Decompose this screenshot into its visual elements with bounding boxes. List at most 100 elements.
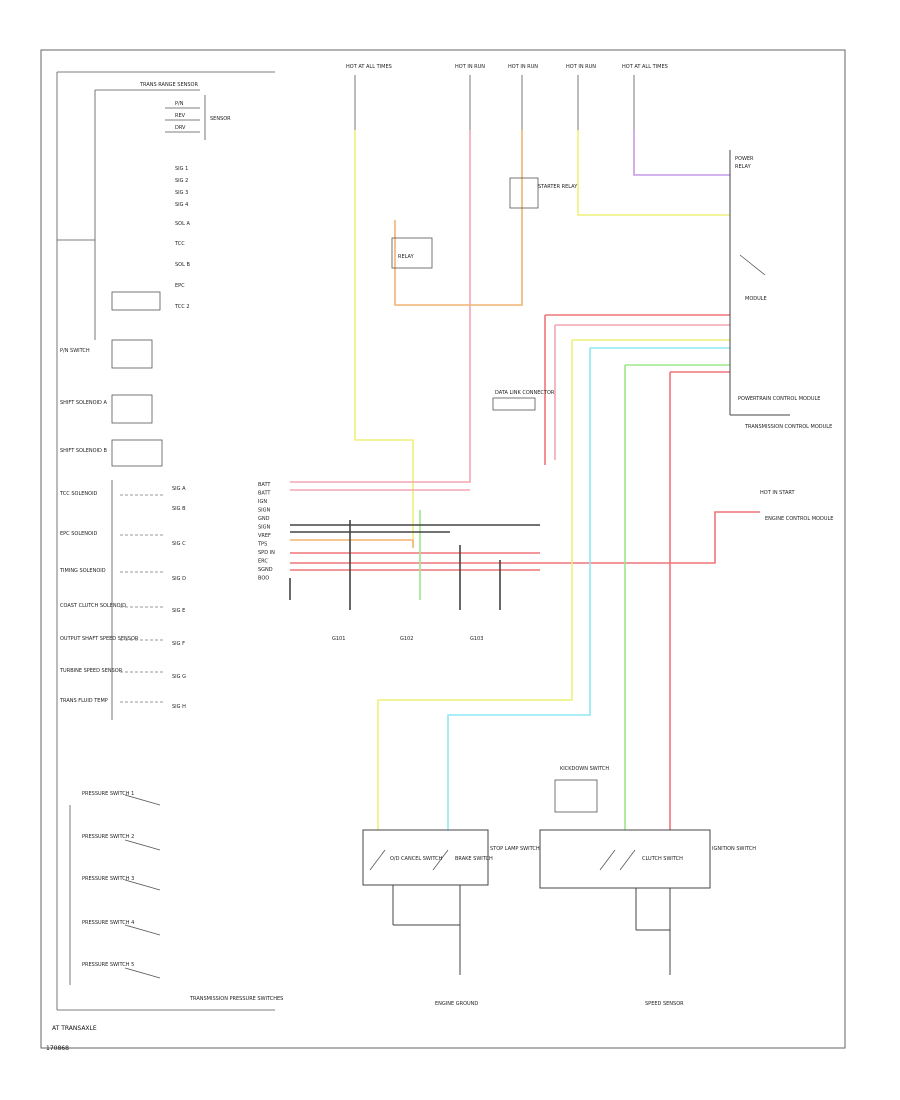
wire-dark-21 <box>349 520 501 610</box>
svg-text:ENGINE GROUND: ENGINE GROUND <box>435 1001 478 1007</box>
svg-text:SIG F: SIG F <box>172 641 185 647</box>
svg-text:BRAKE SWITCH: BRAKE SWITCH <box>455 856 493 862</box>
harness-label-6: VREF <box>258 533 271 539</box>
svg-text:COAST CLUTCH SOLENOID: COAST CLUTCH SOLENOID <box>60 603 126 609</box>
harness-label-10: SGND <box>258 567 273 573</box>
svg-text:EPC SOLENOID: EPC SOLENOID <box>60 531 97 537</box>
harness-label-3: SIGN <box>258 508 271 514</box>
harness-label-11: BOO <box>258 576 269 582</box>
svg-text:POWER: POWER <box>735 156 754 162</box>
wire-pink-9 <box>554 324 730 460</box>
harness-label-0: BATT <box>258 482 271 488</box>
clutch-switch-box: KICKDOWN SWITCH CLUTCH SWITCH IGNITION S… <box>539 766 756 1007</box>
svg-text:HOT IN RUN: HOT IN RUN <box>566 64 596 70</box>
svg-text:HOT AT ALL TIMES: HOT AT ALL TIMES <box>622 64 668 70</box>
pcm-label: POWERTRAIN CONTROL MODULE <box>738 396 820 402</box>
svg-text:RELAY: RELAY <box>735 164 752 170</box>
harness-label-8: SPD IN <box>258 550 275 556</box>
svg-text:SIG 2: SIG 2 <box>175 178 188 184</box>
svg-text:KICKDOWN SWITCH: KICKDOWN SWITCH <box>560 766 609 772</box>
svg-text:TCC 2: TCC 2 <box>174 304 190 310</box>
svg-text:HOT IN START: HOT IN START <box>760 490 796 496</box>
od-cancel-switch: O/D CANCEL SWITCH BRAKE SWITCH STOP LAMP… <box>362 829 540 1007</box>
svg-text:SHIFT SOLENOID A: SHIFT SOLENOID A <box>60 400 107 406</box>
svg-text:HOT IN RUN: HOT IN RUN <box>508 64 538 70</box>
svg-text:REV: REV <box>175 113 186 119</box>
svg-text:SHIFT SOLENOID B: SHIFT SOLENOID B <box>60 448 107 454</box>
fuse-feeds: HOT AT ALL TIMES HOT IN RUN HOT IN RUN H… <box>346 64 668 130</box>
svg-text:OUTPUT SHAFT SPEED SENSOR: OUTPUT SHAFT SPEED SENSOR <box>60 636 139 642</box>
data-link-connector: DATA LINK CONNECTOR <box>492 390 555 411</box>
svg-text:HOT IN RUN: HOT IN RUN <box>455 64 485 70</box>
svg-text:PRESSURE SWITCH 3: PRESSURE SWITCH 3 <box>82 876 134 882</box>
svg-text:P/N SWITCH: P/N SWITCH <box>60 348 90 354</box>
left-device-labels: P/N SWITCH SHIFT SOLENOID A SHIFT SOLENO… <box>59 348 139 704</box>
diagram-border <box>40 49 846 1049</box>
svg-text:SPEED SENSOR: SPEED SENSOR <box>645 1001 684 1007</box>
svg-text:PRESSURE SWITCH 4: PRESSURE SWITCH 4 <box>82 920 134 926</box>
svg-text:P/N: P/N <box>175 101 184 107</box>
svg-text:TIMING SOLENOID: TIMING SOLENOID <box>59 568 106 574</box>
svg-text:PRESSURE SWITCH 1: PRESSURE SWITCH 1 <box>82 791 134 797</box>
harness-label-2: IGN <box>258 499 267 505</box>
wire-red-17 <box>669 371 730 830</box>
svg-text:SIG B: SIG B <box>172 506 186 512</box>
svg-text:TRANS FLUID TEMP: TRANS FLUID TEMP <box>59 698 108 704</box>
svg-text:RELAY: RELAY <box>398 254 415 260</box>
trans-range-sensor-label: TRANS RANGE SENSOR <box>139 82 198 88</box>
engine-control-label: ENGINE CONTROL MODULE <box>765 516 833 522</box>
svg-text:SIG G: SIG G <box>172 674 186 680</box>
svg-text:DRV: DRV <box>175 125 186 131</box>
harness-label-7: TPS <box>257 542 267 548</box>
figure-id: 170868 <box>46 1045 69 1052</box>
ground-labels: G101 G102 G103 <box>332 636 483 642</box>
svg-text:SOL A: SOL A <box>175 221 190 227</box>
svg-text:STARTER RELAY: STARTER RELAY <box>538 184 578 190</box>
wire-orange-3 <box>394 130 523 306</box>
svg-text:G101: G101 <box>332 636 345 642</box>
wire-pink-1 <box>290 130 471 483</box>
svg-text:SIG D: SIG D <box>172 576 186 582</box>
svg-text:STOP LAMP SWITCH: STOP LAMP SWITCH <box>490 846 540 852</box>
svg-text:TCC SOLENOID: TCC SOLENOID <box>59 491 98 497</box>
starter-relay: STARTER RELAY <box>509 177 578 209</box>
left-output-terminals: SIG A SIG B SIG C SIG D SIG E SIG F SIG … <box>172 486 186 710</box>
harness-label-5: SIGN <box>258 525 271 531</box>
svg-text:SIG A: SIG A <box>172 486 186 492</box>
svg-text:SIG 3: SIG 3 <box>175 190 188 196</box>
svg-text:SIG E: SIG E <box>172 608 185 614</box>
wire-yellow-14 <box>377 339 730 830</box>
wire-orange-4 <box>290 539 414 548</box>
svg-text:TURBINE SPEED SENSOR: TURBINE SPEED SENSOR <box>59 668 123 674</box>
harness-label-9: ERC <box>258 559 268 565</box>
svg-text:O/D CANCEL SWITCH: O/D CANCEL SWITCH <box>390 856 443 862</box>
footer-note: AT TRANSAXLE <box>52 1025 97 1032</box>
svg-text:SOL B: SOL B <box>175 262 190 268</box>
wire-yellow-5 <box>577 130 730 216</box>
tcm-connector: POWER RELAY POWERTRAIN CONTROL MODULE TR… <box>729 150 832 430</box>
wire-cyan-15 <box>447 347 730 830</box>
svg-text:PRESSURE SWITCH 2: PRESSURE SWITCH 2 <box>82 834 134 840</box>
svg-text:G102: G102 <box>400 636 413 642</box>
svg-text:CLUTCH SWITCH: CLUTCH SWITCH <box>642 856 683 862</box>
wire-yellow-0 <box>354 130 414 545</box>
svg-text:MODULE: MODULE <box>745 296 767 302</box>
svg-text:G103: G103 <box>470 636 483 642</box>
svg-text:SIG 4: SIG 4 <box>175 202 188 208</box>
svg-text:SIG 1: SIG 1 <box>175 166 188 172</box>
center-relay: RELAY <box>391 237 433 269</box>
svg-text:EPC: EPC <box>175 283 185 289</box>
svg-text:IGNITION SWITCH: IGNITION SWITCH <box>712 846 756 852</box>
pressure-switch-bank: PRESSURE SWITCH 1 PRESSURE SWITCH 2 PRES… <box>57 791 283 1011</box>
svg-text:SENSOR: SENSOR <box>210 116 231 122</box>
svg-text:SIG H: SIG H <box>172 704 186 710</box>
harness-label-1: BATT <box>258 491 271 497</box>
wire-red-11 <box>290 511 760 564</box>
left-column: TRANS RANGE SENSOR SENSOR P/N REV DRV SI… <box>56 71 283 1011</box>
tcm-connector-label: TRANSMISSION CONTROL MODULE <box>744 424 832 430</box>
wire-layer <box>289 130 760 830</box>
wire-purple-6 <box>633 130 730 176</box>
